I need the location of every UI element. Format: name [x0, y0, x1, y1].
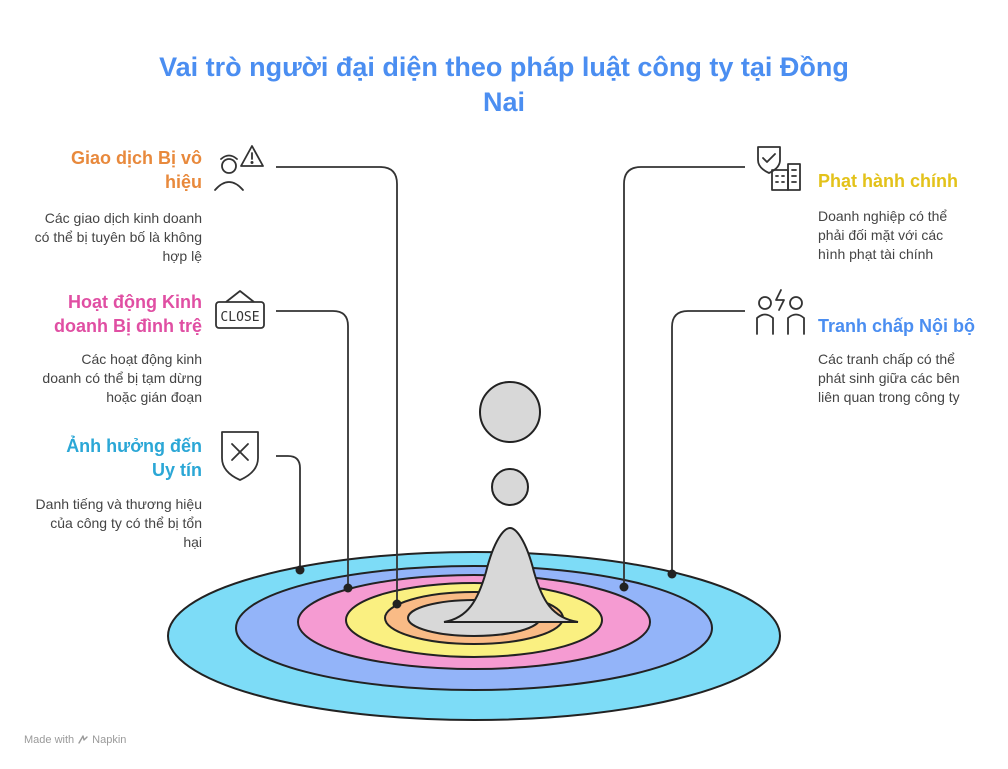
person-warning-icon: [214, 145, 264, 191]
connector-3: [276, 455, 301, 570]
droplet-small: [491, 468, 529, 506]
diagram-title: Vai trò người đại diện theo pháp luật cô…: [159, 52, 849, 117]
item-heading-administrative-penalty: Phạt hành chính: [818, 171, 959, 191]
connector-dot-2: [343, 583, 353, 593]
connector-2: [276, 310, 349, 588]
item-heading-reputation: Ảnh hưởng đến Uy tín: [66, 436, 202, 480]
napkin-logo-icon: [78, 735, 88, 744]
connector-dot-1: [392, 599, 402, 609]
connector-1: [276, 166, 398, 604]
item-description-business-stagnation: Các hoạt động kinh doanh có thể bị tạm d…: [42, 351, 202, 405]
connector-5: [671, 310, 745, 574]
splash-peak: [443, 526, 579, 623]
item-heading-internal-disputes: Tranh chấp Nội bộ: [818, 316, 976, 336]
connector-dot-3: [295, 565, 305, 575]
item-description-invalid-transactions: Các giao dịch kinh doanh có thể bị tuyên…: [34, 210, 202, 264]
close-sign-icon: CLOSE: [215, 290, 265, 329]
connector-4: [623, 166, 745, 587]
shield-x-icon: [221, 431, 259, 481]
item-description-reputation: Danh tiếng và thương hiệu của công ty có…: [35, 496, 202, 550]
item-heading-invalid-transactions: Giao dịch Bị vô hiệu: [70, 148, 202, 192]
close-sign-text: CLOSE: [220, 310, 259, 325]
footer-brand: Napkin: [92, 734, 127, 746]
item-heading-business-stagnation: Hoạt động Kinh doanh Bị đình trệ: [54, 292, 202, 336]
droplet-large: [479, 381, 541, 443]
item-description-internal-disputes: Các tranh chấp có thể phát sinh giữa các…: [818, 351, 960, 405]
footer-watermark: Made with Napkin: [24, 734, 126, 746]
footer-made-with: Made with: [24, 734, 75, 746]
people-conflict-icon: [756, 289, 805, 335]
connector-dot-5: [667, 569, 677, 579]
shield-building-icon: [757, 146, 801, 191]
item-description-administrative-penalty: Doanh nghiệp có thể phải đối mặt với các…: [818, 208, 948, 262]
connector-dot-4: [619, 582, 629, 592]
